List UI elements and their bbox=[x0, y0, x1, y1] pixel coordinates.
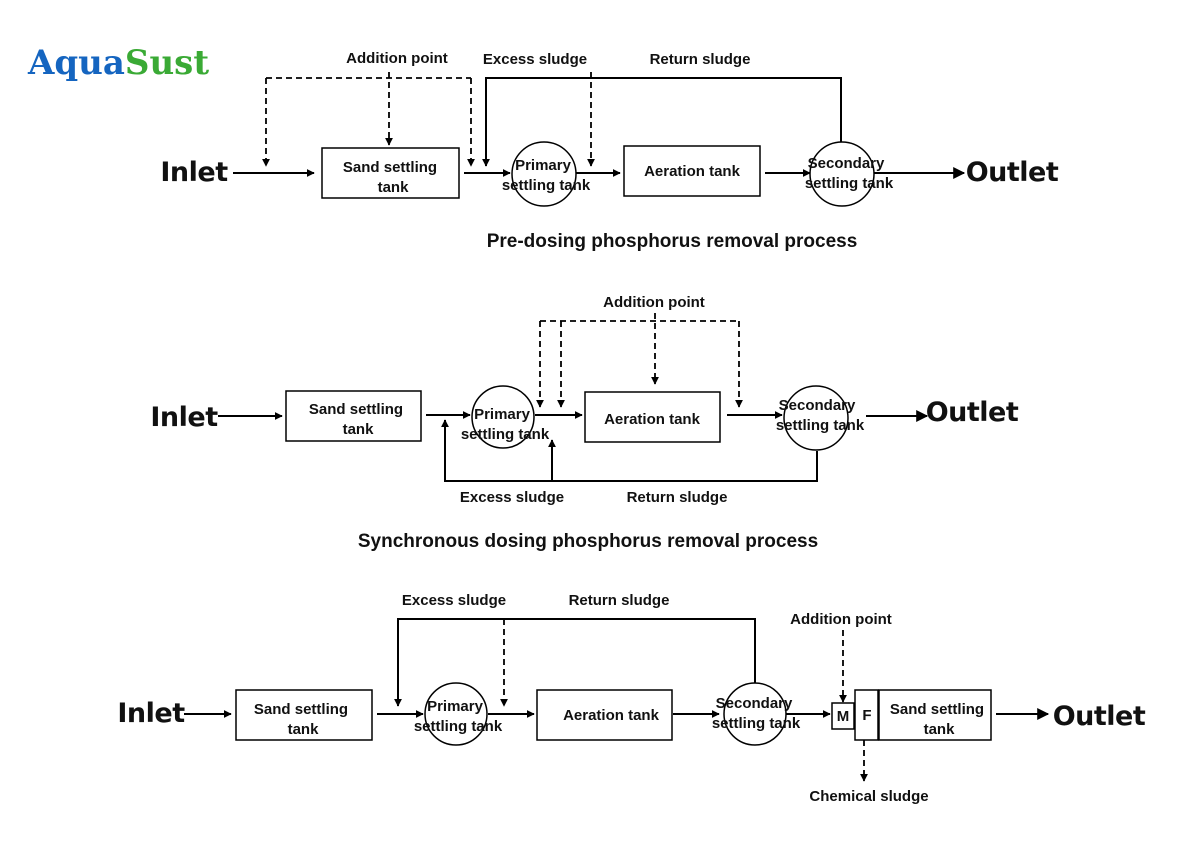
svg-text:Primary: Primary bbox=[515, 157, 572, 174]
sand-settling-tank: Sand settling tank bbox=[285, 390, 422, 442]
aeration-tank: Aeration tank bbox=[536, 689, 673, 741]
mixer-tank: M bbox=[831, 702, 855, 730]
inlet-label: Inlet bbox=[150, 402, 218, 433]
excess-sludge-label: Excess sludge bbox=[402, 592, 506, 609]
svg-text:Aeration tank: Aeration tank bbox=[604, 411, 701, 428]
return-sludge-label: Return sludge bbox=[627, 489, 728, 506]
svg-text:AquaSust: AquaSust bbox=[27, 43, 209, 83]
excess-sludge-label: Excess sludge bbox=[483, 51, 587, 68]
logo-aqua-text: Aqua bbox=[27, 43, 125, 83]
secondary-settling-tank: Secondary settling tank bbox=[805, 141, 894, 207]
svg-text:tank: tank bbox=[924, 721, 956, 738]
outlet-label: Outlet bbox=[1053, 701, 1146, 732]
sand-settling-tank: Sand settling tank bbox=[321, 147, 460, 199]
excess-sludge-label: Excess sludge bbox=[460, 489, 564, 506]
svg-text:settling tank: settling tank bbox=[414, 718, 503, 735]
svg-text:Primary: Primary bbox=[427, 698, 484, 715]
diagram-caption: Pre-dosing phosphorus removal process bbox=[487, 231, 858, 252]
diagram-caption: Synchronous dosing phosphorus removal pr… bbox=[358, 531, 818, 552]
primary-settling-tank: Primary settling tank bbox=[414, 682, 503, 746]
synchronous-dosing-diagram: Addition point Inlet Outlet Excess sludg… bbox=[150, 294, 1019, 552]
svg-text:Aeration tank: Aeration tank bbox=[563, 707, 660, 724]
svg-text:settling tank: settling tank bbox=[776, 417, 865, 434]
pre-dosing-diagram: Addition point Excess sludge Return slud… bbox=[160, 50, 1059, 252]
svg-text:tank: tank bbox=[343, 421, 375, 438]
svg-text:settling tank: settling tank bbox=[502, 177, 591, 194]
svg-text:M: M bbox=[837, 708, 850, 725]
svg-text:tank: tank bbox=[288, 721, 320, 738]
addition-point-label: Addition point bbox=[790, 611, 892, 628]
outlet-label: Outlet bbox=[926, 397, 1019, 428]
aeration-tank: Aeration tank bbox=[584, 391, 721, 443]
svg-text:Aeration tank: Aeration tank bbox=[644, 163, 741, 180]
final-sand-settling-tank: Sand settling tank bbox=[878, 689, 992, 741]
svg-text:settling tank: settling tank bbox=[461, 426, 550, 443]
sand-settling-tank: Sand settling tank bbox=[235, 689, 373, 741]
secondary-settling-tank: Secondary settling tank bbox=[712, 682, 801, 746]
svg-text:Secondary: Secondary bbox=[779, 397, 856, 414]
return-sludge-line bbox=[482, 77, 842, 167]
return-sludge-label: Return sludge bbox=[569, 592, 670, 609]
svg-text:Secondary: Secondary bbox=[716, 695, 793, 712]
svg-text:Sand settling: Sand settling bbox=[343, 159, 437, 176]
filter-tank: F bbox=[854, 689, 879, 741]
svg-text:tank: tank bbox=[378, 179, 410, 196]
addition-point-label: Addition point bbox=[603, 294, 705, 311]
svg-text:settling tank: settling tank bbox=[805, 175, 894, 192]
logo-sust-text: Sust bbox=[125, 43, 209, 83]
primary-settling-tank: Primary settling tank bbox=[461, 385, 550, 449]
svg-text:Primary: Primary bbox=[474, 406, 531, 423]
inlet-label: Inlet bbox=[160, 157, 228, 188]
svg-text:Secondary: Secondary bbox=[808, 155, 885, 172]
svg-text:F: F bbox=[862, 707, 871, 724]
inlet-label: Inlet bbox=[117, 698, 185, 729]
addition-point-label: Addition point bbox=[346, 50, 448, 67]
svg-text:Sand settling: Sand settling bbox=[890, 701, 984, 718]
return-sludge-label: Return sludge bbox=[650, 51, 751, 68]
return-sludge-line bbox=[394, 618, 756, 707]
return-sludge-line bbox=[441, 419, 818, 482]
secondary-settling-tank: Secondary settling tank bbox=[776, 385, 865, 451]
svg-text:settling tank: settling tank bbox=[712, 715, 801, 732]
aeration-tank: Aeration tank bbox=[623, 145, 761, 197]
chemical-sludge-label: Chemical sludge bbox=[809, 788, 928, 805]
svg-text:Sand settling: Sand settling bbox=[254, 701, 348, 718]
post-dosing-diagram: Excess sludge Return sludge Addition poi… bbox=[117, 592, 1146, 805]
svg-text:Sand settling: Sand settling bbox=[309, 401, 403, 418]
brand-logo: AquaSust bbox=[27, 43, 209, 83]
outlet-label: Outlet bbox=[966, 157, 1059, 188]
primary-settling-tank: Primary settling tank bbox=[502, 141, 591, 207]
